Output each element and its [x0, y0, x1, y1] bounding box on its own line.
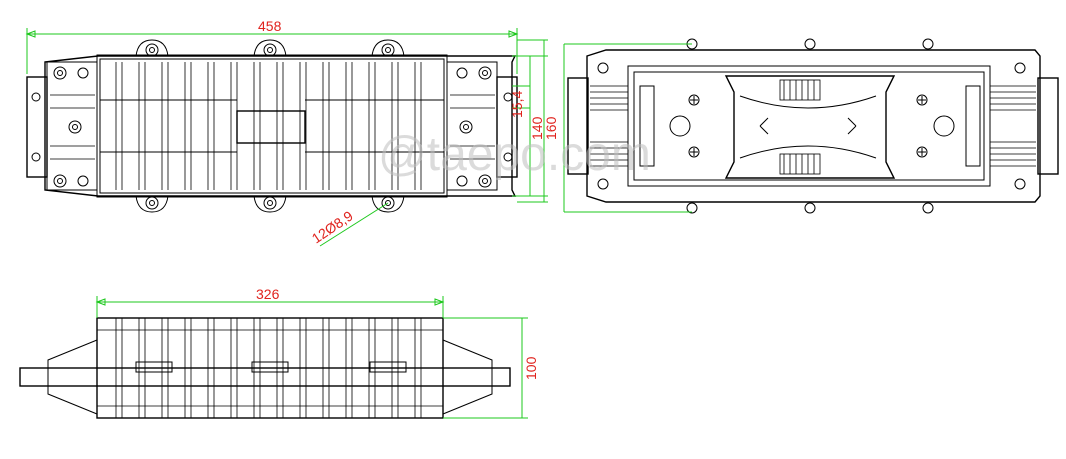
top-view — [26, 39, 518, 213]
dimension-lines — [25, 28, 692, 419]
dim-140-label: 140 — [529, 116, 545, 140]
watermark: @taepo.com — [378, 128, 651, 181]
dim-bolt-holes-label: 12Ø8,9 — [309, 207, 356, 246]
front-view — [19, 317, 511, 419]
dim-100-label: 100 — [523, 356, 539, 380]
plan-view-interior — [567, 38, 1059, 214]
dim-15-4-label: 15,4 — [509, 91, 525, 118]
dim-458-label: 458 — [258, 18, 282, 34]
dim-160-label: 160 — [543, 116, 559, 140]
dim-326-label: 326 — [256, 286, 280, 302]
